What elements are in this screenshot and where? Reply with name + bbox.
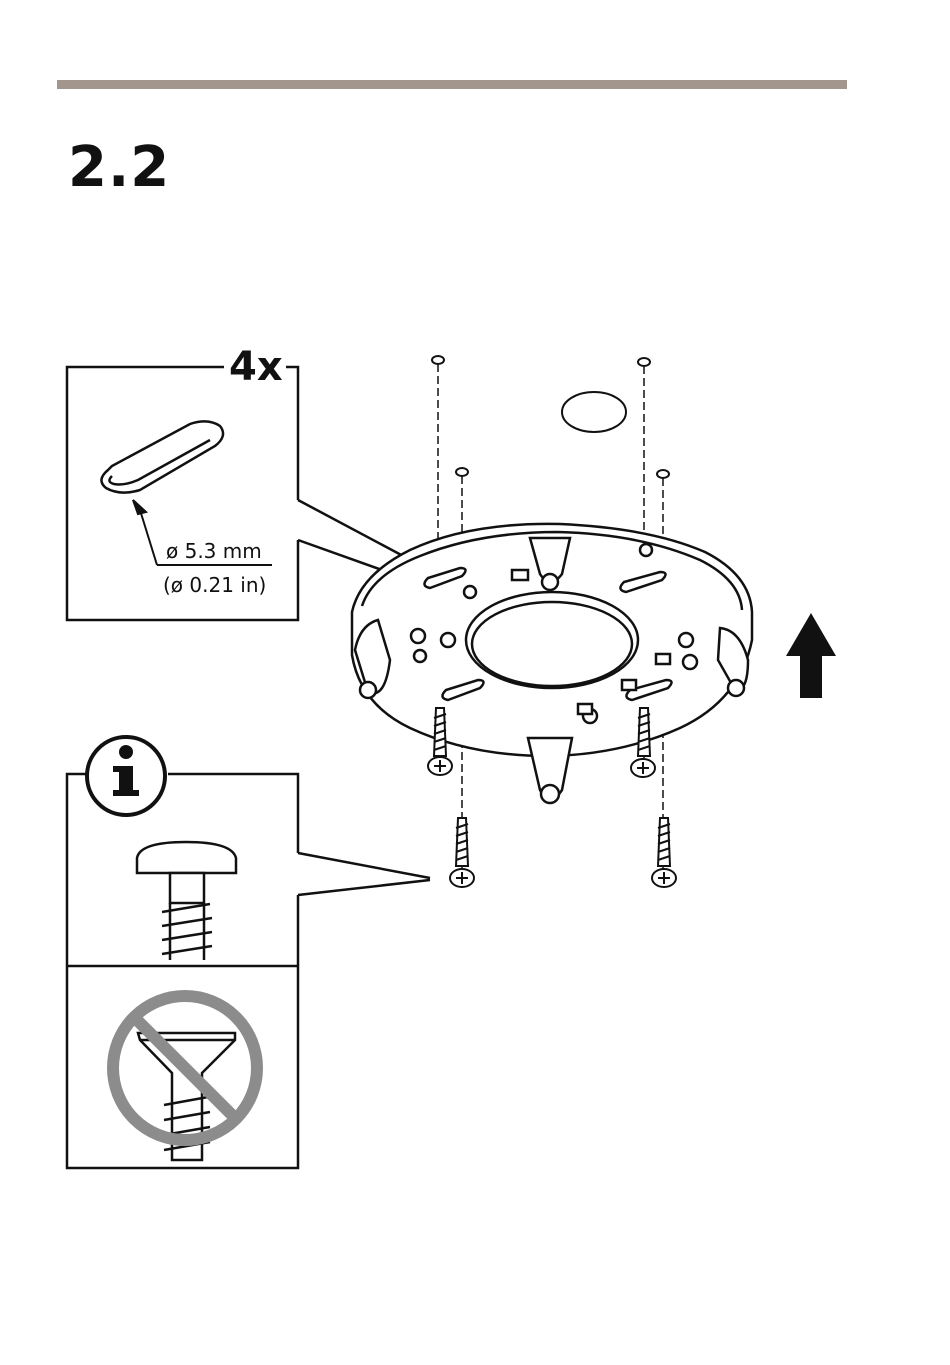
screw-3	[450, 818, 474, 887]
info-icon	[87, 737, 165, 815]
up-arrow-icon	[786, 613, 836, 698]
countersunk-screw-prohibited-icon	[113, 996, 257, 1160]
slot-detail-icon	[101, 421, 223, 492]
diameter-mm-label: ø 5.3 mm	[166, 539, 262, 563]
ceiling-hole-marks	[432, 356, 669, 478]
screw-4	[652, 818, 676, 887]
mounting-bracket	[352, 524, 752, 803]
pan-head-screw-icon	[137, 842, 236, 960]
hole-count-label: 4x	[229, 344, 283, 390]
diameter-in-label: (ø 0.21 in)	[163, 573, 266, 597]
